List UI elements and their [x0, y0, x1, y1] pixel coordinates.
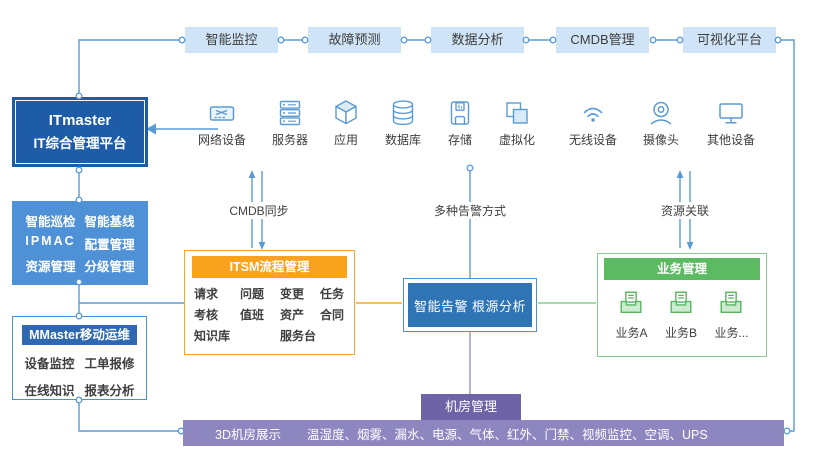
- flow-box-data-analysis: 数据分析: [431, 27, 524, 53]
- virtualization-icon: [506, 102, 528, 124]
- server-icon: [279, 100, 301, 126]
- datacenter-tab: 机房管理: [421, 394, 521, 420]
- itsm-cell: 请求: [194, 287, 219, 301]
- platform-title: ITmaster: [48, 112, 112, 129]
- itsm-cell: 合同: [320, 308, 345, 322]
- connector-label-cmdb-sync: CMDB同步: [225, 202, 293, 219]
- business-service-icon: [720, 291, 742, 314]
- device-item: 存储: [425, 98, 495, 148]
- business-item: 业务...: [714, 289, 749, 341]
- wireless-icon: [583, 107, 603, 122]
- device-label: 网络设备: [197, 133, 246, 147]
- smart-alert-label: 智能告警 根源分析: [408, 283, 532, 327]
- platform-box-inner: ITmaster IT综合管理平台: [15, 100, 145, 164]
- device-item: 数据库: [368, 98, 438, 148]
- mobile-ops-row: 在线知识 报表分析: [13, 380, 146, 399]
- device-item: 无线设备: [558, 98, 628, 148]
- datacenter-bar: 3D机房展示 温湿度、烟雾、漏水、电源、气体、红外、门禁、视频监控、空调、UPS: [183, 420, 784, 446]
- capability-label: IPMAC: [25, 233, 76, 248]
- itsm-title: ITSM流程管理: [192, 256, 347, 278]
- itsm-grid: 请求 问题 变更 任务 考核 值班 资产 合同 知识库 服务台: [194, 283, 354, 346]
- mobile-ops-box: MMaster移动运维 设备监控 工单报修 在线知识 报表分析: [12, 316, 147, 400]
- itsm-cell: 知识库: [194, 329, 231, 343]
- device-item: 摄像头: [626, 98, 696, 148]
- capabilities-row: 资源管理 分级管理: [12, 256, 148, 275]
- device-item: 服务器: [255, 98, 325, 148]
- camera-icon: [650, 101, 672, 125]
- mobile-ops-label: 在线知识: [24, 384, 75, 398]
- other-device-icon: [719, 103, 743, 124]
- application-cube-icon: [335, 100, 357, 125]
- smart-alert-box: 智能告警 根源分析: [403, 278, 537, 332]
- platform-box: ITmaster IT综合管理平台: [12, 97, 148, 167]
- capability-label: 资源管理: [25, 260, 76, 275]
- datacenter-3d-display-label: 3D机房展示: [215, 427, 281, 442]
- mobile-ops-row: 设备监控 工单报修: [13, 353, 146, 372]
- itsm-box: ITSM流程管理 请求 问题 变更 任务 考核 值班 资产 合同 知识库 服务台: [184, 250, 355, 355]
- mobile-ops-title: MMaster移动运维: [22, 325, 137, 345]
- business-box: 业务管理 业务A 业务B: [597, 253, 767, 357]
- itsm-cell: 变更: [280, 287, 305, 301]
- device-label: 存储: [447, 133, 472, 147]
- device-label: 应用: [333, 133, 358, 147]
- itsm-cell: 资产: [280, 308, 305, 322]
- flow-box-smart-monitoring: 智能监控: [185, 27, 278, 53]
- device-item: 虚拟化: [482, 98, 552, 148]
- business-label: 业务B: [664, 326, 697, 340]
- itsm-cell: 考核: [194, 308, 219, 322]
- flow-box-cmdb-management: CMDB管理: [556, 27, 649, 53]
- itsm-cell: 值班: [240, 308, 265, 322]
- business-service-icon: [670, 291, 692, 314]
- connector-label-alert-methods: 多种告警方式: [429, 202, 511, 219]
- connector-label-resource-relation: 资源关联: [656, 202, 714, 219]
- capability-label: 分级管理: [84, 260, 135, 275]
- capabilities-row: IPMAC 配置管理: [12, 234, 148, 253]
- itsm-cell: 服务台: [280, 329, 317, 343]
- device-label: 数据库: [384, 133, 421, 147]
- device-item: 应用: [311, 98, 381, 148]
- capability-label: 智能基线: [84, 214, 135, 229]
- storage-icon: [450, 101, 470, 125]
- business-items: 业务A 业务B 业务...: [598, 289, 766, 341]
- business-item: 业务B: [665, 289, 697, 341]
- device-item: 其他设备: [696, 98, 766, 148]
- flow-box-fault-prediction: 故障预测: [308, 27, 401, 53]
- business-title: 业务管理: [604, 258, 760, 280]
- device-label: 其他设备: [706, 133, 755, 147]
- platform-subtitle: IT综合管理平台: [33, 136, 127, 151]
- itsm-cell: 问题: [240, 287, 265, 301]
- device-label: 无线设备: [568, 133, 617, 147]
- business-label: 业务A: [615, 326, 648, 340]
- mobile-ops-label: 设备监控: [24, 357, 75, 371]
- capability-label: 配置管理: [84, 237, 135, 252]
- capabilities-row: 智能巡检 智能基线: [12, 211, 148, 230]
- device-label: 摄像头: [642, 133, 679, 147]
- network-switch-icon: [209, 106, 235, 121]
- mobile-ops-label: 报表分析: [84, 384, 135, 398]
- capability-label: 智能巡检: [25, 214, 76, 229]
- business-label: 业务...: [714, 326, 749, 340]
- business-service-icon: [620, 291, 642, 314]
- device-label: 服务器: [271, 133, 308, 147]
- flow-box-visualization-platform: 可视化平台: [683, 27, 776, 53]
- database-icon: [392, 100, 414, 126]
- datacenter-sensors-label: 温湿度、烟雾、漏水、电源、气体、红外、门禁、视频监控、空调、UPS: [306, 427, 708, 442]
- mobile-ops-label: 工单报修: [84, 357, 135, 371]
- itsm-cell: 任务: [320, 287, 345, 301]
- device-item: 网络设备: [187, 98, 257, 148]
- capabilities-box: 智能巡检 智能基线 IPMAC 配置管理 资源管理 分级管理: [12, 201, 148, 285]
- device-label: 虚拟化: [498, 133, 535, 147]
- business-item: 业务A: [615, 289, 648, 341]
